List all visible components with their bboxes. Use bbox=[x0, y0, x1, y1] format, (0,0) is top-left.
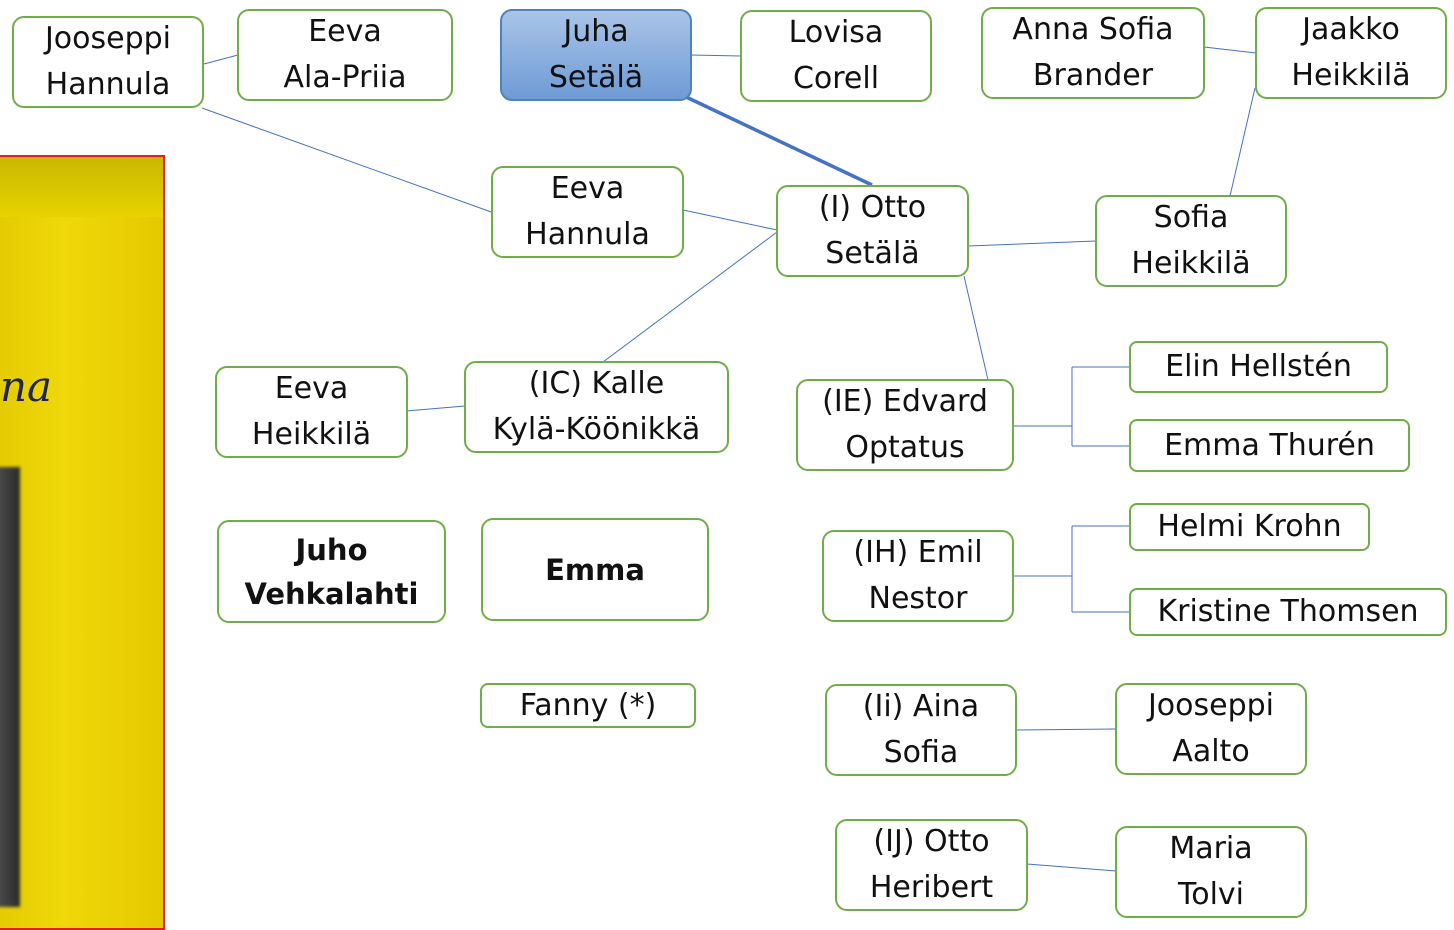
node-emma[interactable]: Emma bbox=[481, 518, 709, 621]
node-line: Jooseppi bbox=[44, 21, 172, 56]
node-line: Helmi Krohn bbox=[1157, 509, 1342, 544]
node-line: Setälä bbox=[548, 60, 644, 95]
node-kristine-thomsen[interactable]: Kristine Thomsen bbox=[1129, 588, 1447, 636]
node-line: Hannula bbox=[45, 67, 171, 102]
connector-otto-edvard bbox=[963, 275, 989, 381]
node-line: Eeva bbox=[308, 14, 382, 49]
node-line: Juho bbox=[295, 532, 368, 567]
node-line: Tolvi bbox=[1177, 877, 1244, 912]
node-line: Brander bbox=[1032, 58, 1154, 93]
connector-aina-jooseppi bbox=[1016, 728, 1117, 731]
node-line: Corell bbox=[792, 61, 880, 96]
node-line: Lovisa bbox=[788, 15, 884, 50]
node-line: Setälä bbox=[825, 236, 920, 271]
node-fanny[interactable]: Fanny (*) bbox=[480, 683, 696, 728]
node-line: Vehkalahti bbox=[244, 576, 419, 611]
connector-juha-otto bbox=[683, 94, 873, 187]
connector-edvard-spouses bbox=[1014, 366, 1130, 447]
node-line: (Ii) Aina bbox=[862, 689, 980, 724]
photo-script-text: na bbox=[0, 362, 53, 411]
node-line: Nestor bbox=[868, 581, 968, 616]
node-line: Emma Thurén bbox=[1164, 427, 1375, 463]
node-line: Ala-Priia bbox=[283, 60, 407, 95]
connector-eeva-heikkila-kalle bbox=[405, 405, 466, 412]
node-line: Fanny (*) bbox=[519, 687, 657, 723]
photo-sheen bbox=[0, 157, 163, 217]
node-line: Hannula bbox=[525, 217, 650, 252]
node-line: Heikkilä bbox=[251, 417, 372, 452]
connector-anna-jaakko bbox=[1203, 46, 1257, 54]
node-elin-hellsten[interactable]: Elin Hellstén bbox=[1129, 341, 1388, 393]
node-line: (IE) Edvard bbox=[822, 384, 988, 419]
node-line: (IJ) Otto bbox=[873, 824, 990, 859]
connector-jaakko-sofia bbox=[1229, 87, 1256, 197]
connector-jooseppi-eeva bbox=[203, 54, 239, 65]
node-line: Juha bbox=[563, 14, 629, 49]
node-line: Heikkilä bbox=[1291, 58, 1411, 93]
photo-portrait bbox=[0, 467, 20, 907]
node-line: Maria bbox=[1169, 831, 1253, 866]
connector-juha-lovisa bbox=[690, 54, 742, 57]
node-line: Jaakko bbox=[1302, 12, 1400, 47]
node-line: Emma bbox=[545, 552, 645, 587]
connector-jooseppi-eeva-hannula bbox=[201, 107, 495, 214]
connector-eeva-hannula-otto bbox=[682, 209, 778, 231]
node-line: Eeva bbox=[550, 171, 625, 206]
node-line: Sofia bbox=[883, 735, 959, 770]
node-line: Kristine Thomsen bbox=[1157, 594, 1419, 629]
connector-otto-heribert-maria bbox=[1026, 863, 1117, 872]
node-line: Eeva bbox=[274, 371, 349, 406]
node-line: (IC) Kalle bbox=[528, 366, 665, 401]
node-line: Optatus bbox=[845, 430, 965, 465]
node-line: Jooseppi bbox=[1147, 688, 1275, 723]
node-line: Kylä-Köönikkä bbox=[492, 412, 701, 447]
node-line: Sofia bbox=[1153, 200, 1229, 235]
node-line: Aalto bbox=[1172, 734, 1250, 769]
connector-emil-spouses bbox=[1014, 525, 1130, 613]
node-line: (I) Otto bbox=[818, 190, 927, 225]
connector-otto-sofia bbox=[967, 240, 1097, 247]
node-helmi-krohn[interactable]: Helmi Krohn bbox=[1129, 503, 1370, 551]
node-line: Heikkilä bbox=[1131, 246, 1251, 281]
node-line: Elin Hellstén bbox=[1165, 349, 1352, 384]
node-line: Anna Sofia bbox=[1012, 12, 1174, 47]
node-line: (IH) Emil bbox=[853, 535, 983, 570]
connector-otto-kalle bbox=[602, 231, 778, 363]
photo-thumbnail: na bbox=[0, 155, 165, 930]
node-emma-thuren[interactable]: Emma Thurén bbox=[1129, 419, 1410, 472]
node-line: Heribert bbox=[869, 870, 994, 905]
